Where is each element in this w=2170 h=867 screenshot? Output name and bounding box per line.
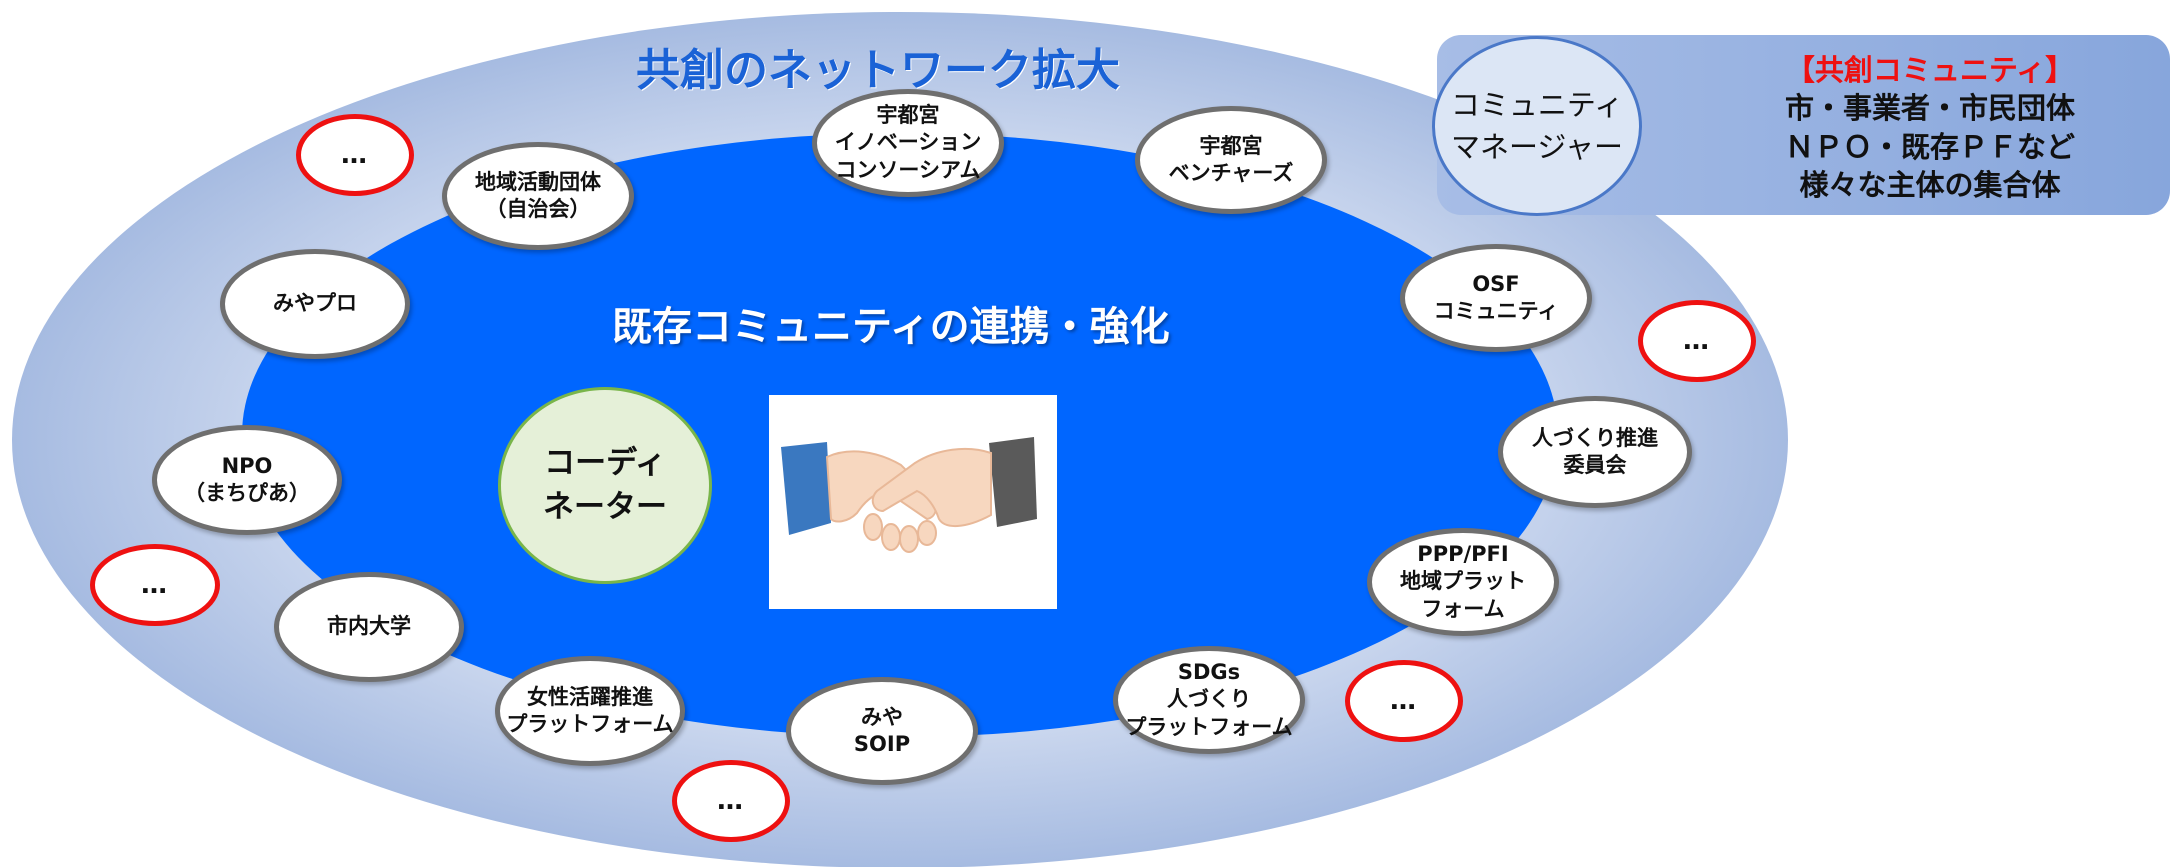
more-marker: … — [296, 114, 414, 196]
node-sdgs-platform: SDGs 人づくり プラットフォーム — [1113, 646, 1305, 754]
handshake-image — [769, 395, 1057, 609]
node-hitozukuri-committee: 人づくり推進 委員会 — [1498, 396, 1692, 508]
panel-title: 【共創コミュニティ】 — [1785, 53, 2075, 87]
more-marker: … — [1638, 300, 1756, 382]
node-miyapro: みやプロ — [220, 249, 410, 359]
more-marker: … — [90, 544, 220, 626]
more-marker: … — [1345, 660, 1463, 742]
panel-text: 【共創コミュニティ】 市・事業者・市民団体 ＮＰＯ・既存ＰＦなど 様々な主体の集… — [1695, 51, 2165, 204]
node-city-university: 市内大学 — [274, 572, 464, 682]
coordinator-circle: コーディ ネーター — [498, 387, 712, 584]
node-osf-community: OSF コミュニティ — [1400, 244, 1592, 352]
handshake-icon — [781, 437, 1037, 553]
more-marker: … — [672, 760, 790, 842]
panel-line-2: ＮＰＯ・既存ＰＦなど — [1784, 129, 2075, 164]
node-ppp-pfi-platform: PPP/PFI 地域プラット フォーム — [1367, 528, 1559, 636]
panel-line-1: 市・事業者・市民団体 — [1784, 91, 2075, 126]
node-npo-machipia: NPO （まちぴあ） — [152, 425, 342, 535]
node-miya-soip: みや SOIP — [786, 677, 978, 785]
node-community-associations: 地域活動団体 （自治会） — [442, 142, 634, 250]
panel-line-3: 様々な主体の集合体 — [1799, 167, 2061, 202]
inner-title: 既存コミュニティの連携・強化 — [612, 304, 1170, 350]
outer-title: 共創のネットワーク拡大 — [636, 45, 1120, 96]
community-manager-circle: コミュニティ マネージャー — [1432, 36, 1642, 216]
node-women-platform: 女性活躍推進 プラットフォーム — [495, 656, 685, 766]
node-utsunomiya-ventures: 宇都宮 ベンチャーズ — [1135, 106, 1327, 214]
node-utsunomiya-innovation-consortium: 宇都宮 イノベーション コンソーシアム — [812, 89, 1004, 197]
